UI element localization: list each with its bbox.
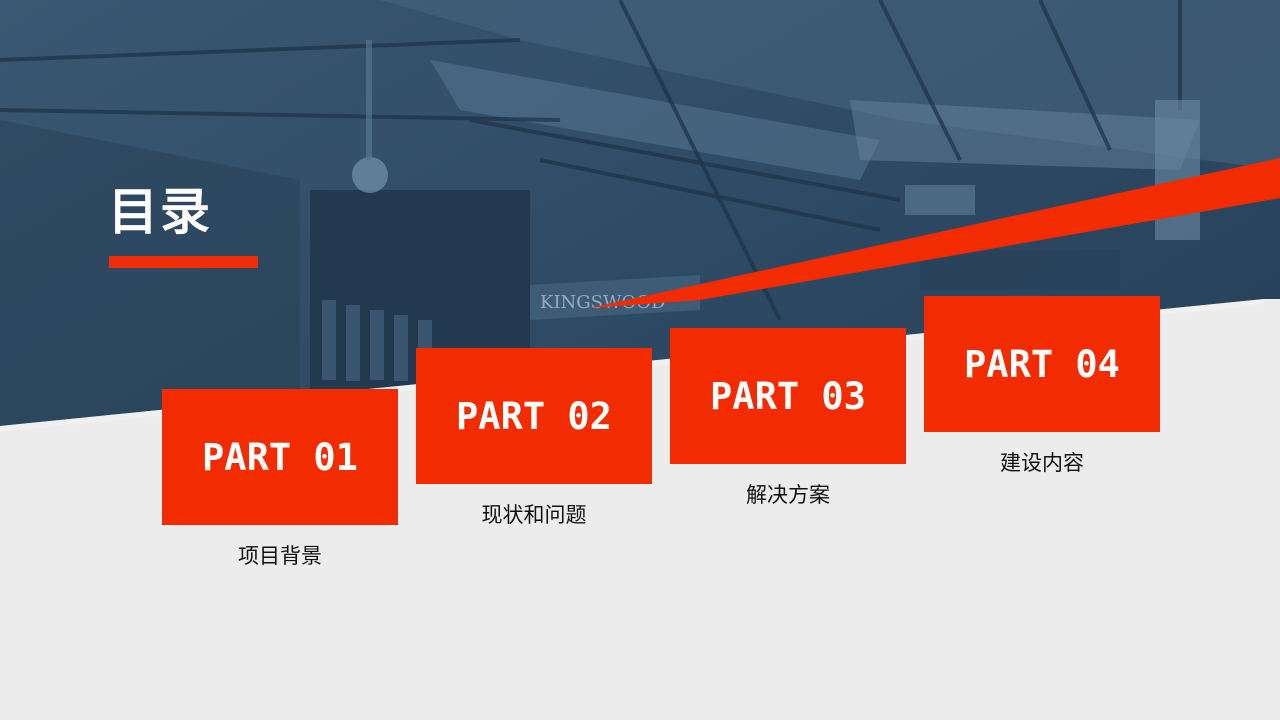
part-04-label: PART 04 bbox=[964, 342, 1120, 386]
part-03-label: PART 03 bbox=[710, 374, 866, 418]
part-01-box[interactable]: PART 01 bbox=[162, 389, 398, 525]
part-02-box[interactable]: PART 02 bbox=[416, 348, 652, 484]
part-03-box[interactable]: PART 03 bbox=[670, 328, 906, 464]
svg-text:KINGSWOOD: KINGSWOOD bbox=[540, 292, 665, 313]
part-04-subtitle: 建设内容 bbox=[1000, 451, 1084, 475]
page-title: 目录 bbox=[108, 183, 212, 241]
part-01-label: PART 01 bbox=[202, 435, 358, 479]
part-01-subtitle: 项目背景 bbox=[238, 544, 322, 568]
title-underline bbox=[109, 256, 258, 268]
part-03-subtitle: 解决方案 bbox=[746, 483, 830, 507]
part-04-box[interactable]: PART 04 bbox=[924, 296, 1160, 432]
part-02-label: PART 02 bbox=[456, 394, 612, 438]
part-02-subtitle: 现状和问题 bbox=[481, 503, 587, 527]
